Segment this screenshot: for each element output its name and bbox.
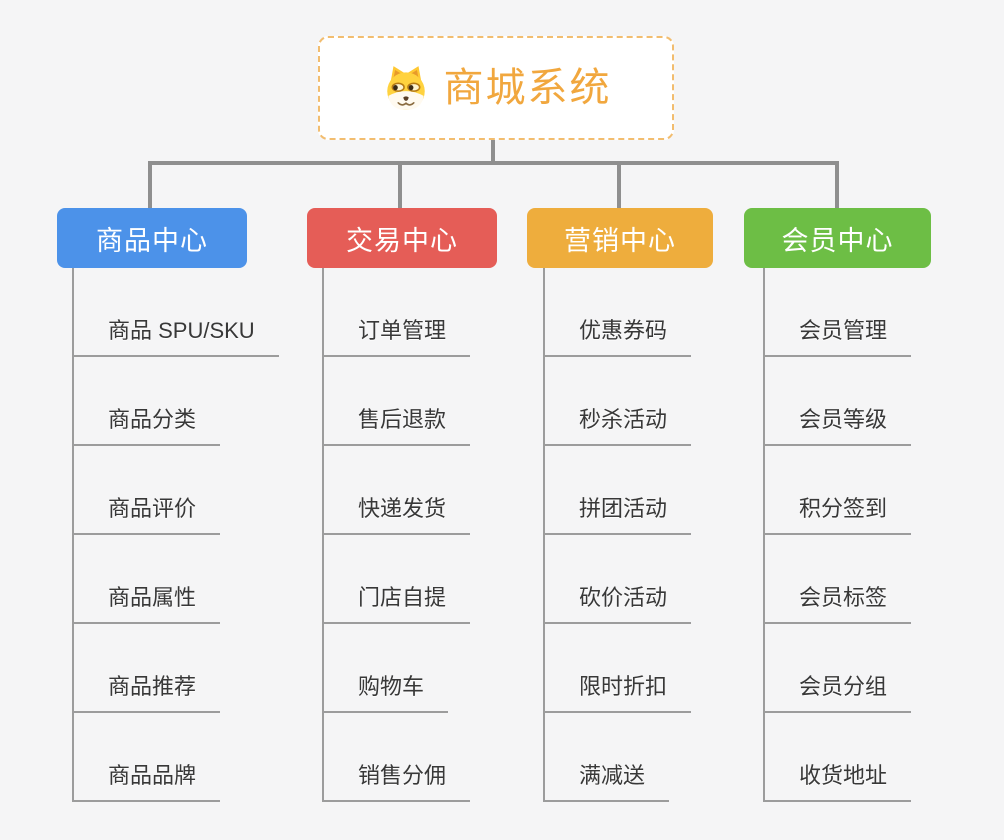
leaf-node[interactable]: 会员分组 — [765, 671, 912, 713]
leaf-node[interactable]: 商品品牌 — [74, 760, 221, 802]
branch-label: 会员中心 — [781, 225, 894, 256]
leaf-node[interactable]: 门店自提 — [324, 582, 471, 624]
leaf-node[interactable]: 售后退款 — [324, 404, 471, 446]
branch-node-trade-center[interactable]: 交易中心 — [307, 208, 497, 268]
branch-children-marketing-center: 优惠券码 秒杀活动 拼团活动 砍价活动 限时折扣 满减送 — [543, 268, 692, 802]
branch-label: 交易中心 — [346, 225, 458, 256]
leaf-node[interactable]: 会员管理 — [765, 315, 912, 357]
leaf-node[interactable]: 商品 SPU/SKU — [74, 315, 279, 357]
leaf-node[interactable]: 快递发货 — [324, 493, 471, 535]
leaf-node[interactable]: 限时折扣 — [545, 671, 692, 713]
root-title: 商城系统 — [443, 66, 612, 110]
connector-stub-branch-2 — [398, 161, 402, 209]
leaf-node[interactable]: 会员标签 — [765, 582, 912, 624]
connector-root-stub — [491, 139, 495, 165]
leaf-node[interactable]: 商品评价 — [74, 493, 221, 535]
branch-node-marketing-center[interactable]: 营销中心 — [527, 208, 713, 268]
branch-children-product-center: 商品 SPU/SKU 商品分类 商品评价 商品属性 商品推荐 商品品牌 — [72, 268, 279, 802]
leaf-node[interactable]: 拼团活动 — [545, 493, 692, 535]
branch-node-product-center[interactable]: 商品中心 — [57, 208, 247, 268]
leaf-node[interactable]: 满减送 — [545, 760, 670, 802]
leaf-node[interactable]: 商品属性 — [74, 582, 221, 624]
leaf-node[interactable]: 商品分类 — [74, 404, 221, 446]
leaf-node[interactable]: 购物车 — [324, 671, 449, 713]
leaf-node[interactable]: 砍价活动 — [545, 582, 692, 624]
branch-label: 商品中心 — [96, 225, 208, 256]
leaf-node[interactable]: 秒杀活动 — [545, 404, 692, 446]
connector-stub-branch-3 — [617, 161, 621, 209]
leaf-node[interactable]: 销售分佣 — [324, 760, 471, 802]
branch-label: 营销中心 — [564, 225, 676, 256]
branch-node-member-center[interactable]: 会员中心 — [744, 208, 931, 268]
dog-face-icon — [386, 66, 425, 110]
leaf-node[interactable]: 会员等级 — [765, 404, 912, 446]
branch-children-member-center: 会员管理 会员等级 积分签到 会员标签 会员分组 收货地址 — [763, 268, 912, 802]
branch-children-trade-center: 订单管理 售后退款 快递发货 门店自提 购物车 销售分佣 — [322, 268, 471, 802]
leaf-node[interactable]: 商品推荐 — [74, 671, 221, 713]
leaf-node[interactable]: 收货地址 — [765, 760, 912, 802]
leaf-node[interactable]: 优惠券码 — [545, 315, 692, 357]
root-node[interactable]: 商城系统 — [318, 36, 674, 140]
connector-rail — [148, 161, 839, 165]
leaf-node[interactable]: 积分签到 — [765, 493, 912, 535]
leaf-node[interactable]: 订单管理 — [324, 315, 471, 357]
connector-stub-branch-4 — [835, 161, 839, 209]
connector-stub-branch-1 — [148, 161, 152, 209]
